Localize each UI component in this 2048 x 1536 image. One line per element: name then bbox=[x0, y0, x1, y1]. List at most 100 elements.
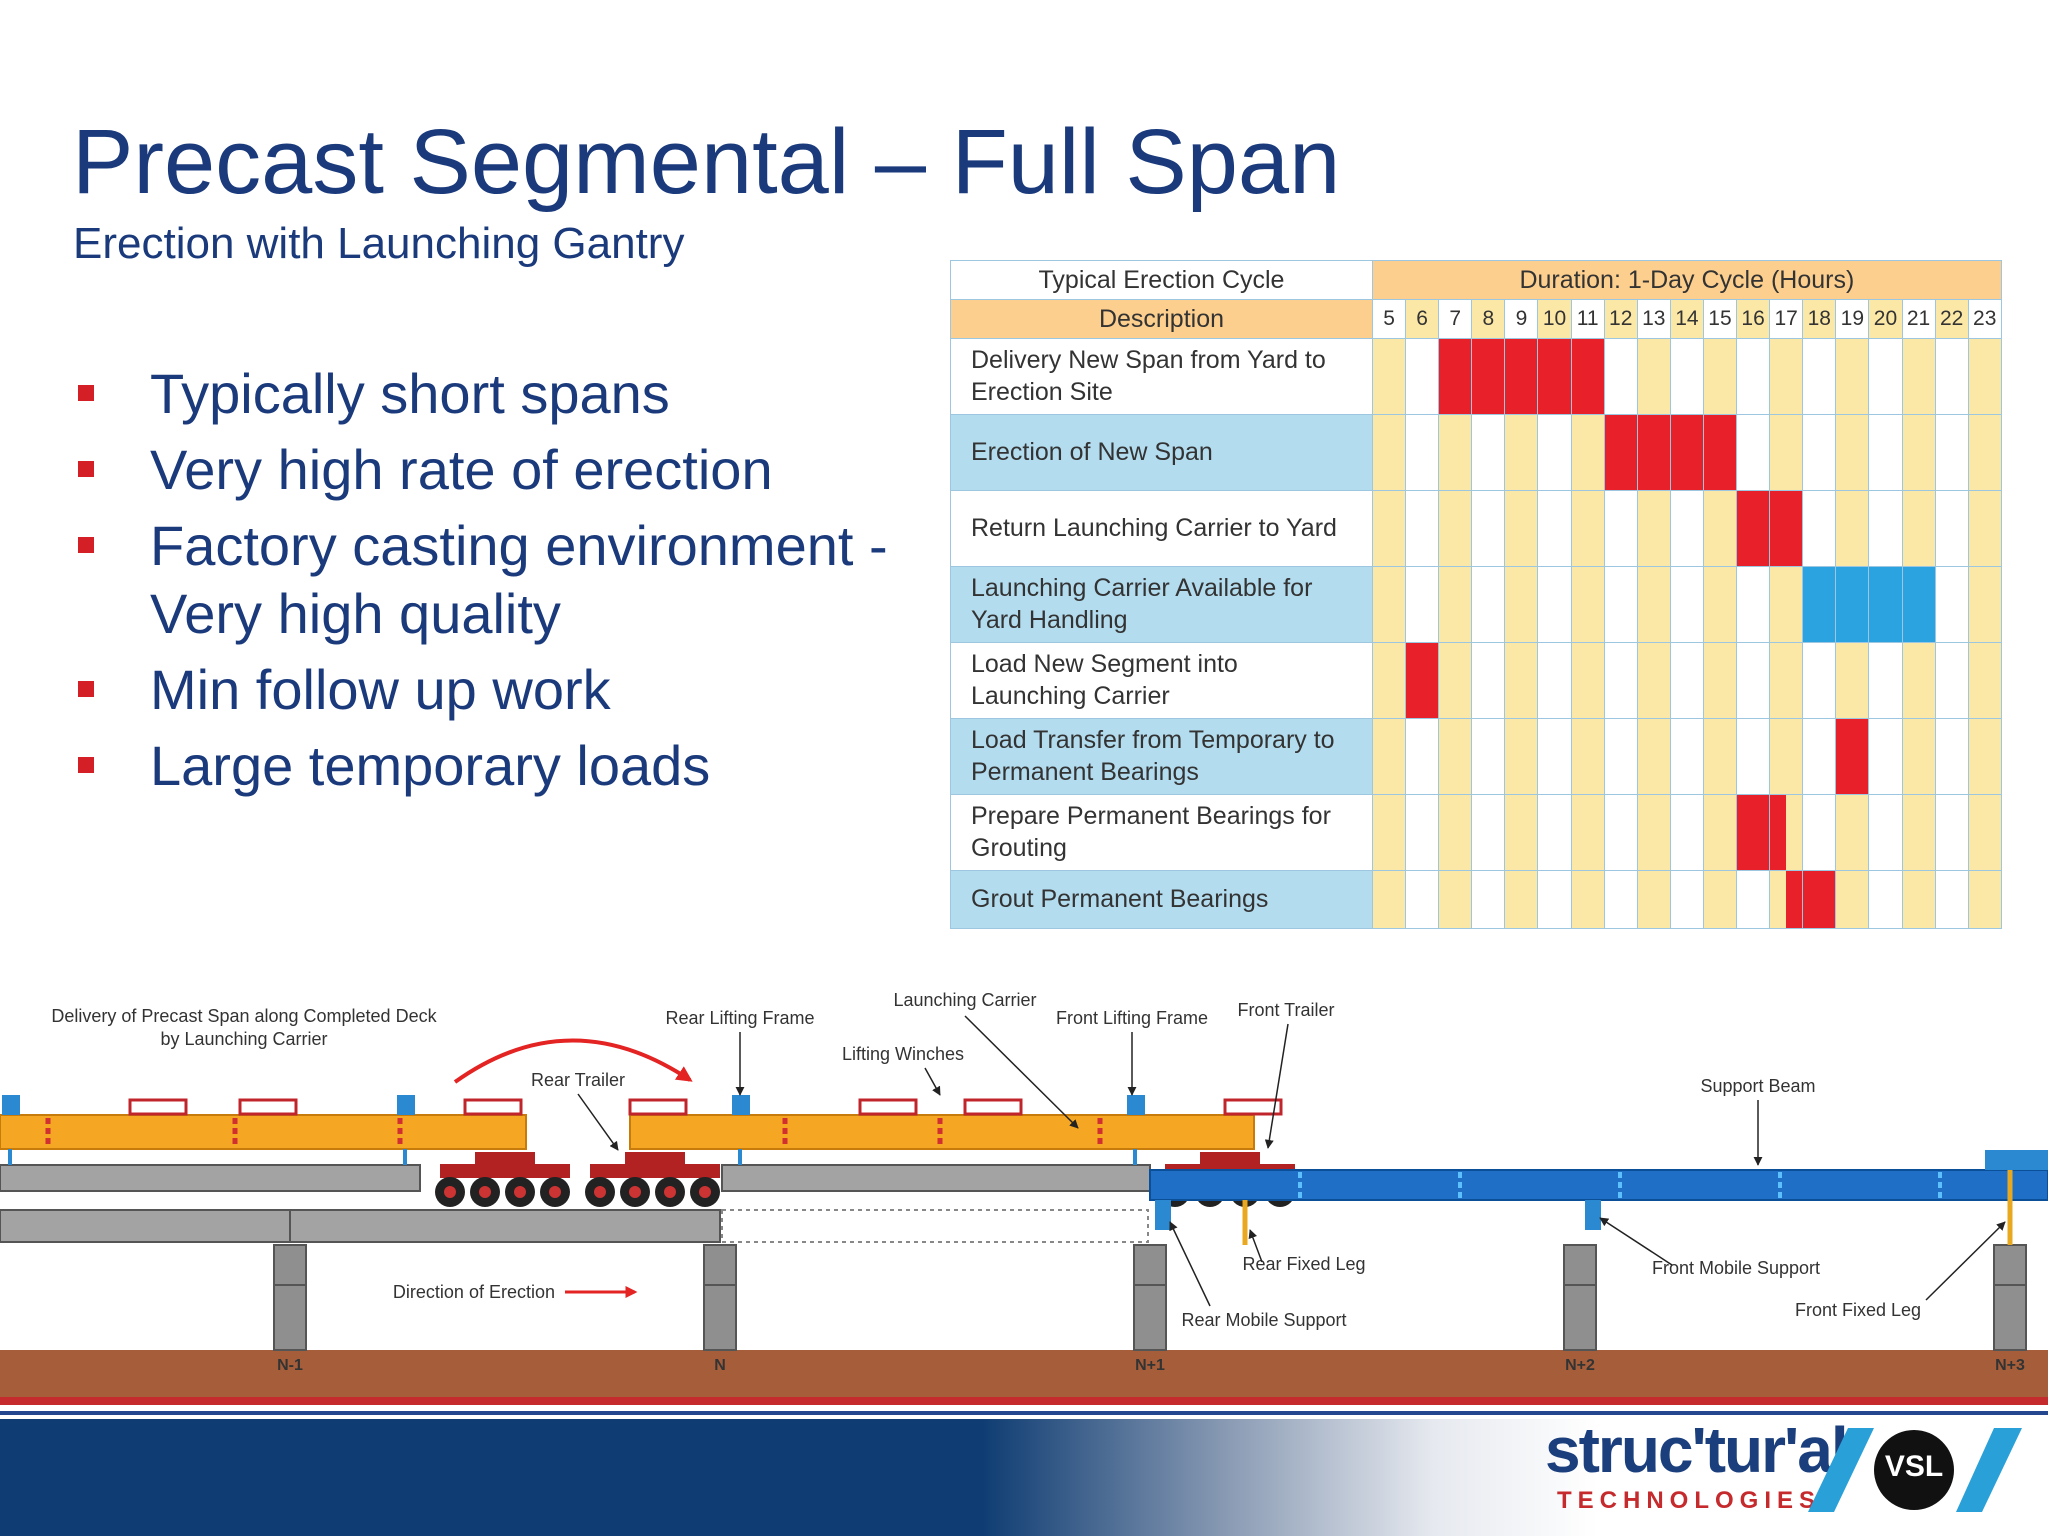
launching-carrier-label: Launching Carrier bbox=[893, 990, 1036, 1010]
gantt-bar bbox=[1671, 415, 1703, 490]
hour-header-cell: 19 bbox=[1835, 299, 1870, 339]
hour-cell bbox=[1471, 642, 1506, 719]
hour-cell bbox=[1537, 338, 1572, 415]
hour-header-cell: 15 bbox=[1702, 299, 1738, 339]
hour-cell bbox=[1537, 642, 1572, 719]
hour-cell bbox=[1537, 414, 1572, 491]
leader-line bbox=[964, 1015, 1079, 1129]
lifting-winch bbox=[1223, 1098, 1283, 1116]
lifting-winch bbox=[463, 1098, 523, 1116]
hour-cell bbox=[1835, 870, 1870, 929]
bullet-marker bbox=[78, 385, 94, 401]
hour-cell bbox=[1438, 490, 1473, 567]
leader-line bbox=[1264, 1023, 1289, 1149]
hour-cell bbox=[1702, 566, 1738, 643]
hour-cell bbox=[1603, 718, 1638, 795]
task-description: Load New Segment into Launching Carrier bbox=[950, 642, 1373, 719]
trailer-top bbox=[625, 1152, 685, 1164]
hour-cell bbox=[1537, 794, 1572, 871]
hour-cell bbox=[1471, 718, 1506, 795]
hour-header-cell: 18 bbox=[1802, 299, 1837, 339]
hour-cell bbox=[1802, 642, 1837, 719]
hour-cell bbox=[1967, 642, 2002, 719]
bullet-text: Very high rate of erection bbox=[150, 438, 773, 501]
hour-header-cell: 13 bbox=[1636, 299, 1671, 339]
hour-cell bbox=[1438, 870, 1473, 929]
hour-cell bbox=[1570, 642, 1605, 719]
footer-stripe-white bbox=[0, 1405, 2048, 1411]
hour-cell bbox=[1769, 414, 1804, 491]
hour-cell bbox=[1570, 566, 1605, 643]
wheel-hub bbox=[444, 1186, 456, 1198]
hour-header-cell: 14 bbox=[1669, 299, 1704, 339]
hour-cell bbox=[1603, 566, 1638, 643]
hour-cell bbox=[1736, 794, 1771, 871]
hour-header-cell: 10 bbox=[1537, 299, 1572, 339]
hour-cell bbox=[1835, 338, 1870, 415]
hour-cell bbox=[1901, 794, 1936, 871]
hour-cell bbox=[1438, 414, 1473, 491]
bullet-item: Very high rate of erection bbox=[72, 436, 932, 504]
footer-stripe-blue bbox=[0, 1411, 2048, 1415]
hour-cell bbox=[1371, 642, 1407, 719]
support-beam-label: Support Beam bbox=[1700, 1076, 1815, 1096]
wheel-hub bbox=[549, 1186, 561, 1198]
carried-span-left bbox=[0, 1164, 421, 1192]
hour-cell bbox=[1868, 490, 1903, 567]
hour-header-cell: 9 bbox=[1504, 299, 1539, 339]
wheel-hub bbox=[594, 1186, 606, 1198]
hour-cell bbox=[1504, 414, 1539, 491]
task-row: Launching Carrier Available for Yard Han… bbox=[950, 566, 2002, 643]
pier bbox=[703, 1244, 737, 1351]
hour-cell bbox=[1802, 870, 1837, 929]
lifting-winch bbox=[858, 1098, 918, 1116]
hour-cell bbox=[1603, 414, 1638, 491]
hour-cell bbox=[1736, 870, 1771, 929]
hour-cell bbox=[1802, 338, 1837, 415]
hour-header-cell: 21 bbox=[1901, 299, 1936, 339]
lifting-winch bbox=[963, 1098, 1023, 1116]
hour-cell bbox=[1802, 794, 1837, 871]
hour-cell bbox=[1934, 490, 1969, 567]
hour-cell bbox=[1405, 642, 1440, 719]
hour-cell bbox=[1603, 338, 1638, 415]
hour-cell bbox=[1736, 338, 1771, 415]
hour-cell bbox=[1669, 718, 1704, 795]
footer-band bbox=[0, 1397, 2048, 1536]
gantt-bar bbox=[1836, 719, 1868, 794]
hour-cell bbox=[1504, 794, 1539, 871]
hour-cell bbox=[1835, 718, 1870, 795]
hour-cell bbox=[1868, 794, 1903, 871]
gantry-beam-rear bbox=[0, 1114, 527, 1150]
hour-cell bbox=[1405, 718, 1440, 795]
task-row: Prepare Permanent Bearings for Grouting bbox=[950, 794, 2002, 871]
task-row: Load Transfer from Temporary to Permanen… bbox=[950, 718, 2002, 795]
hour-cell bbox=[1669, 490, 1704, 567]
hour-cell bbox=[1967, 566, 2002, 643]
hour-cell bbox=[1702, 414, 1738, 491]
ground bbox=[0, 1350, 2048, 1402]
hour-cell bbox=[1702, 490, 1738, 567]
hour-cell bbox=[1967, 870, 2002, 929]
task-description: Load Transfer from Temporary to Permanen… bbox=[950, 718, 1373, 795]
hour-cell bbox=[1934, 870, 1969, 929]
bullet-text: Large temporary loads bbox=[150, 734, 711, 797]
lifting-winch bbox=[238, 1098, 298, 1116]
front-mobile-support bbox=[1585, 1200, 1601, 1230]
hour-cell bbox=[1371, 414, 1407, 491]
hour-cell bbox=[1769, 490, 1804, 567]
hour-cell bbox=[1736, 490, 1771, 567]
hour-cell bbox=[1868, 870, 1903, 929]
hour-cell bbox=[1802, 566, 1837, 643]
wheel-hub bbox=[699, 1186, 711, 1198]
leader-line bbox=[577, 1093, 619, 1151]
hour-cell bbox=[1371, 718, 1407, 795]
hour-cell bbox=[1868, 642, 1903, 719]
hour-cell bbox=[1868, 718, 1903, 795]
hour-cell bbox=[1669, 566, 1704, 643]
description-header-cell: Description bbox=[950, 299, 1373, 339]
leader-line bbox=[1169, 1221, 1211, 1307]
task-description: Launching Carrier Available for Yard Han… bbox=[950, 566, 1373, 643]
hour-header-cell: 12 bbox=[1603, 299, 1638, 339]
hour-cell bbox=[1669, 870, 1704, 929]
